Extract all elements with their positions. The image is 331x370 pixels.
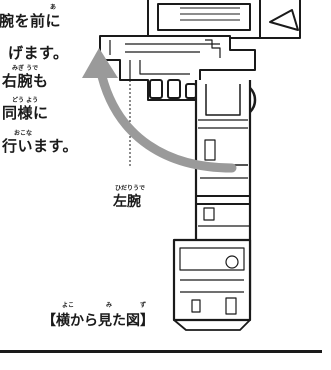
rotation-arrow-icon xyxy=(82,48,237,173)
instruction-line-2: げます。 xyxy=(8,44,69,62)
furigana: あ xyxy=(50,4,57,11)
part-label-ruby: ひだりうで xyxy=(115,185,146,192)
instruction-line-5: 行います。 xyxy=(2,137,79,155)
caption-ruby-zu: ず xyxy=(140,302,147,309)
figure-caption: よこ み ず 【横から見た図】 xyxy=(42,300,172,330)
instruction-line-3: 右腕も xyxy=(2,72,49,90)
instruction-line-4: 同様に xyxy=(2,104,49,122)
furigana: みぎ うで xyxy=(12,65,39,72)
part-label-text: 左腕 xyxy=(113,194,141,210)
instruction-text: あ 腕を前に げます。 みぎ うで 右腕も どう よう 同様に おこな 行います… xyxy=(0,0,120,175)
caption-ruby-mi: み xyxy=(106,302,113,309)
furigana: どう よう xyxy=(12,97,39,104)
caption-ruby-yoko: よこ xyxy=(62,302,75,309)
instruction-line-1: 腕を前に xyxy=(0,12,62,30)
section-divider xyxy=(0,350,322,353)
caption-text: 【横から見た図】 xyxy=(42,313,154,329)
furigana: おこな xyxy=(14,130,33,137)
